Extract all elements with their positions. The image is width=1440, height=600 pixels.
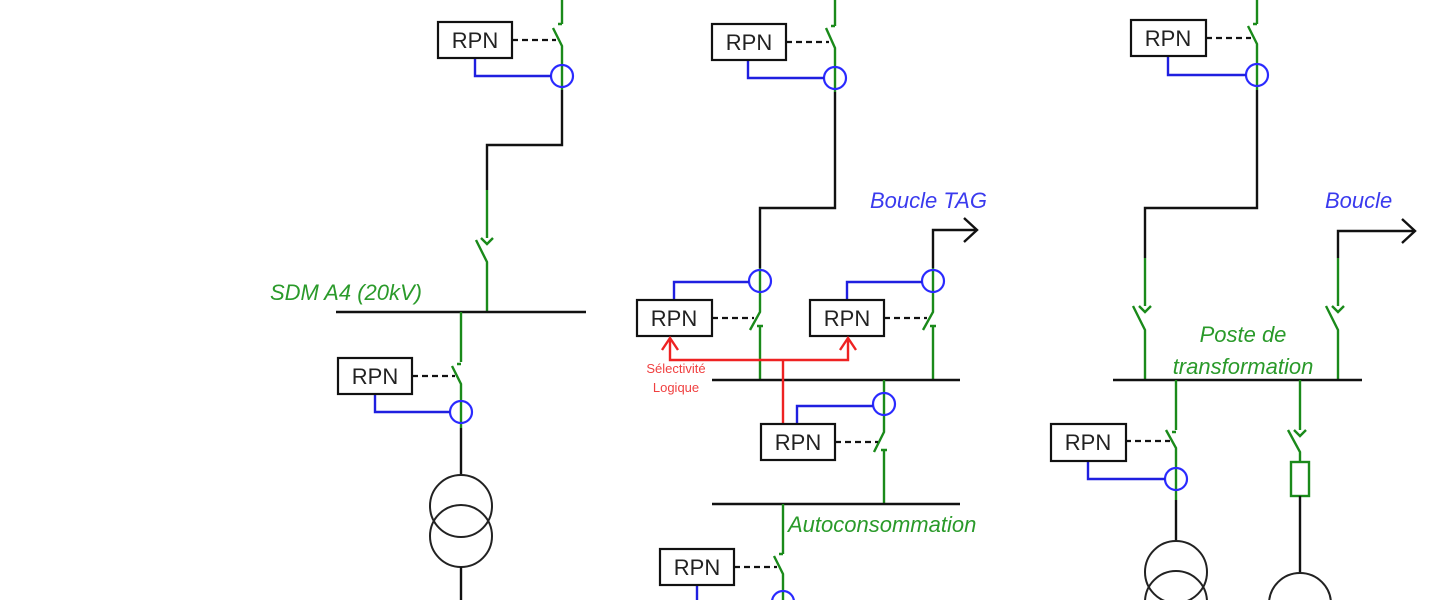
right-feeder: RPN Boucle Poste de transformation RPN <box>1049 0 1417 600</box>
breaker-switch <box>1164 429 1178 462</box>
breaker-switch <box>1246 22 1259 58</box>
boucle-tag-label: Boucle TAG <box>870 188 987 213</box>
ct-wire <box>1166 56 1246 77</box>
left-feeder: RPN SDM A4 (20kV) RPN <box>270 0 586 600</box>
transformer-icon <box>1144 540 1208 600</box>
ct-wire <box>746 60 824 80</box>
disconnector-switch <box>1286 429 1302 462</box>
svg-text:RPN: RPN <box>352 364 398 389</box>
breaker-switch <box>551 22 564 60</box>
breaker-switch <box>450 362 463 398</box>
ct-wire <box>473 58 551 78</box>
breaker-switch <box>824 24 837 62</box>
svg-text:RPN: RPN <box>824 306 870 331</box>
svg-text:RPN: RPN <box>1145 26 1191 51</box>
generator-icon <box>1268 572 1332 600</box>
ct-wire <box>672 280 749 300</box>
rpn-relay[interactable]: RPN <box>635 298 714 338</box>
rpn-relay[interactable]: RPN <box>759 422 837 462</box>
arrow-right-icon <box>963 217 979 243</box>
breaker-switch <box>872 420 886 453</box>
poste-label-line1: Poste de <box>1200 322 1287 347</box>
rpn-relay[interactable]: RPN <box>336 356 414 396</box>
svg-text:RPN: RPN <box>674 555 720 580</box>
current-transformer-icon <box>771 589 795 600</box>
cable <box>758 92 837 268</box>
middle-feeder: RPN RPN Boucle TAG RPN <box>635 0 987 600</box>
boucle-label: Boucle <box>1325 188 1392 213</box>
arrow-right-icon <box>1401 218 1417 244</box>
cable <box>931 228 976 268</box>
breaker-switch <box>748 300 762 331</box>
ct-wire <box>373 394 450 414</box>
cable <box>1143 90 1259 258</box>
rpn-relay[interactable]: RPN <box>710 22 788 62</box>
disconnector-switch <box>1324 305 1340 380</box>
poste-label-line2: transformation <box>1173 354 1314 379</box>
disconnector-switch <box>474 239 489 312</box>
svg-text:RPN: RPN <box>1065 430 1111 455</box>
breaker-switch <box>921 300 935 331</box>
svg-text:RPN: RPN <box>651 306 697 331</box>
transformer-icon <box>429 474 493 568</box>
fuse-icon <box>1289 460 1311 498</box>
svg-text:RPN: RPN <box>775 430 821 455</box>
cable <box>1336 229 1414 258</box>
disconnector-switch <box>1131 305 1147 380</box>
current-transformer-icon <box>871 391 897 417</box>
logic-selectivity-link <box>661 335 857 424</box>
rpn-relay[interactable]: RPN <box>1129 18 1208 58</box>
autoconsommation-label: Autoconsommation <box>786 512 976 537</box>
svg-text:RPN: RPN <box>726 30 772 55</box>
cable <box>485 90 564 190</box>
rpn-relay[interactable]: RPN <box>658 547 736 587</box>
ct-wire <box>795 404 873 424</box>
svg-text:RPN: RPN <box>452 28 498 53</box>
rpn-relay[interactable]: RPN <box>436 20 514 60</box>
selectivite-label: Sélectivité <box>646 361 705 376</box>
rpn-relay[interactable]: RPN <box>1049 422 1128 463</box>
ct-wire <box>1086 461 1165 481</box>
logique-label: Logique <box>653 380 699 395</box>
rpn-relay[interactable]: RPN <box>808 298 886 338</box>
sdm-label: SDM A4 (20kV) <box>270 280 422 305</box>
ct-wire <box>845 280 922 300</box>
